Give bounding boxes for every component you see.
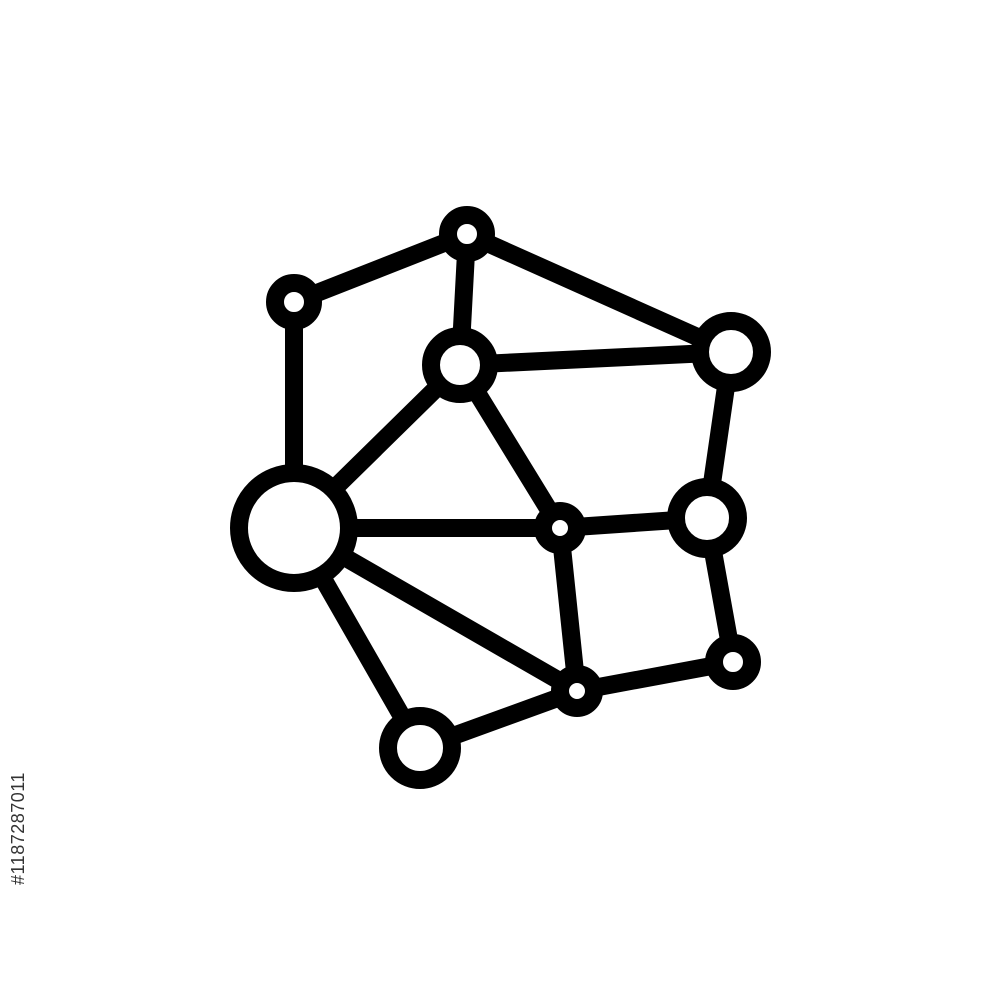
node-large (230, 464, 358, 592)
stock-id-watermark: #1187287011 (8, 772, 28, 885)
edge (285, 225, 476, 311)
node (379, 707, 461, 789)
node (691, 312, 771, 392)
node (667, 478, 747, 558)
edge (458, 225, 740, 361)
node (551, 665, 603, 717)
node (422, 327, 498, 403)
edge (451, 343, 740, 374)
node (439, 206, 495, 262)
node (534, 502, 586, 554)
edge (551, 519, 586, 700)
network-nodes (230, 206, 771, 789)
node (705, 634, 761, 690)
network-edges (285, 225, 742, 757)
node (266, 274, 322, 330)
